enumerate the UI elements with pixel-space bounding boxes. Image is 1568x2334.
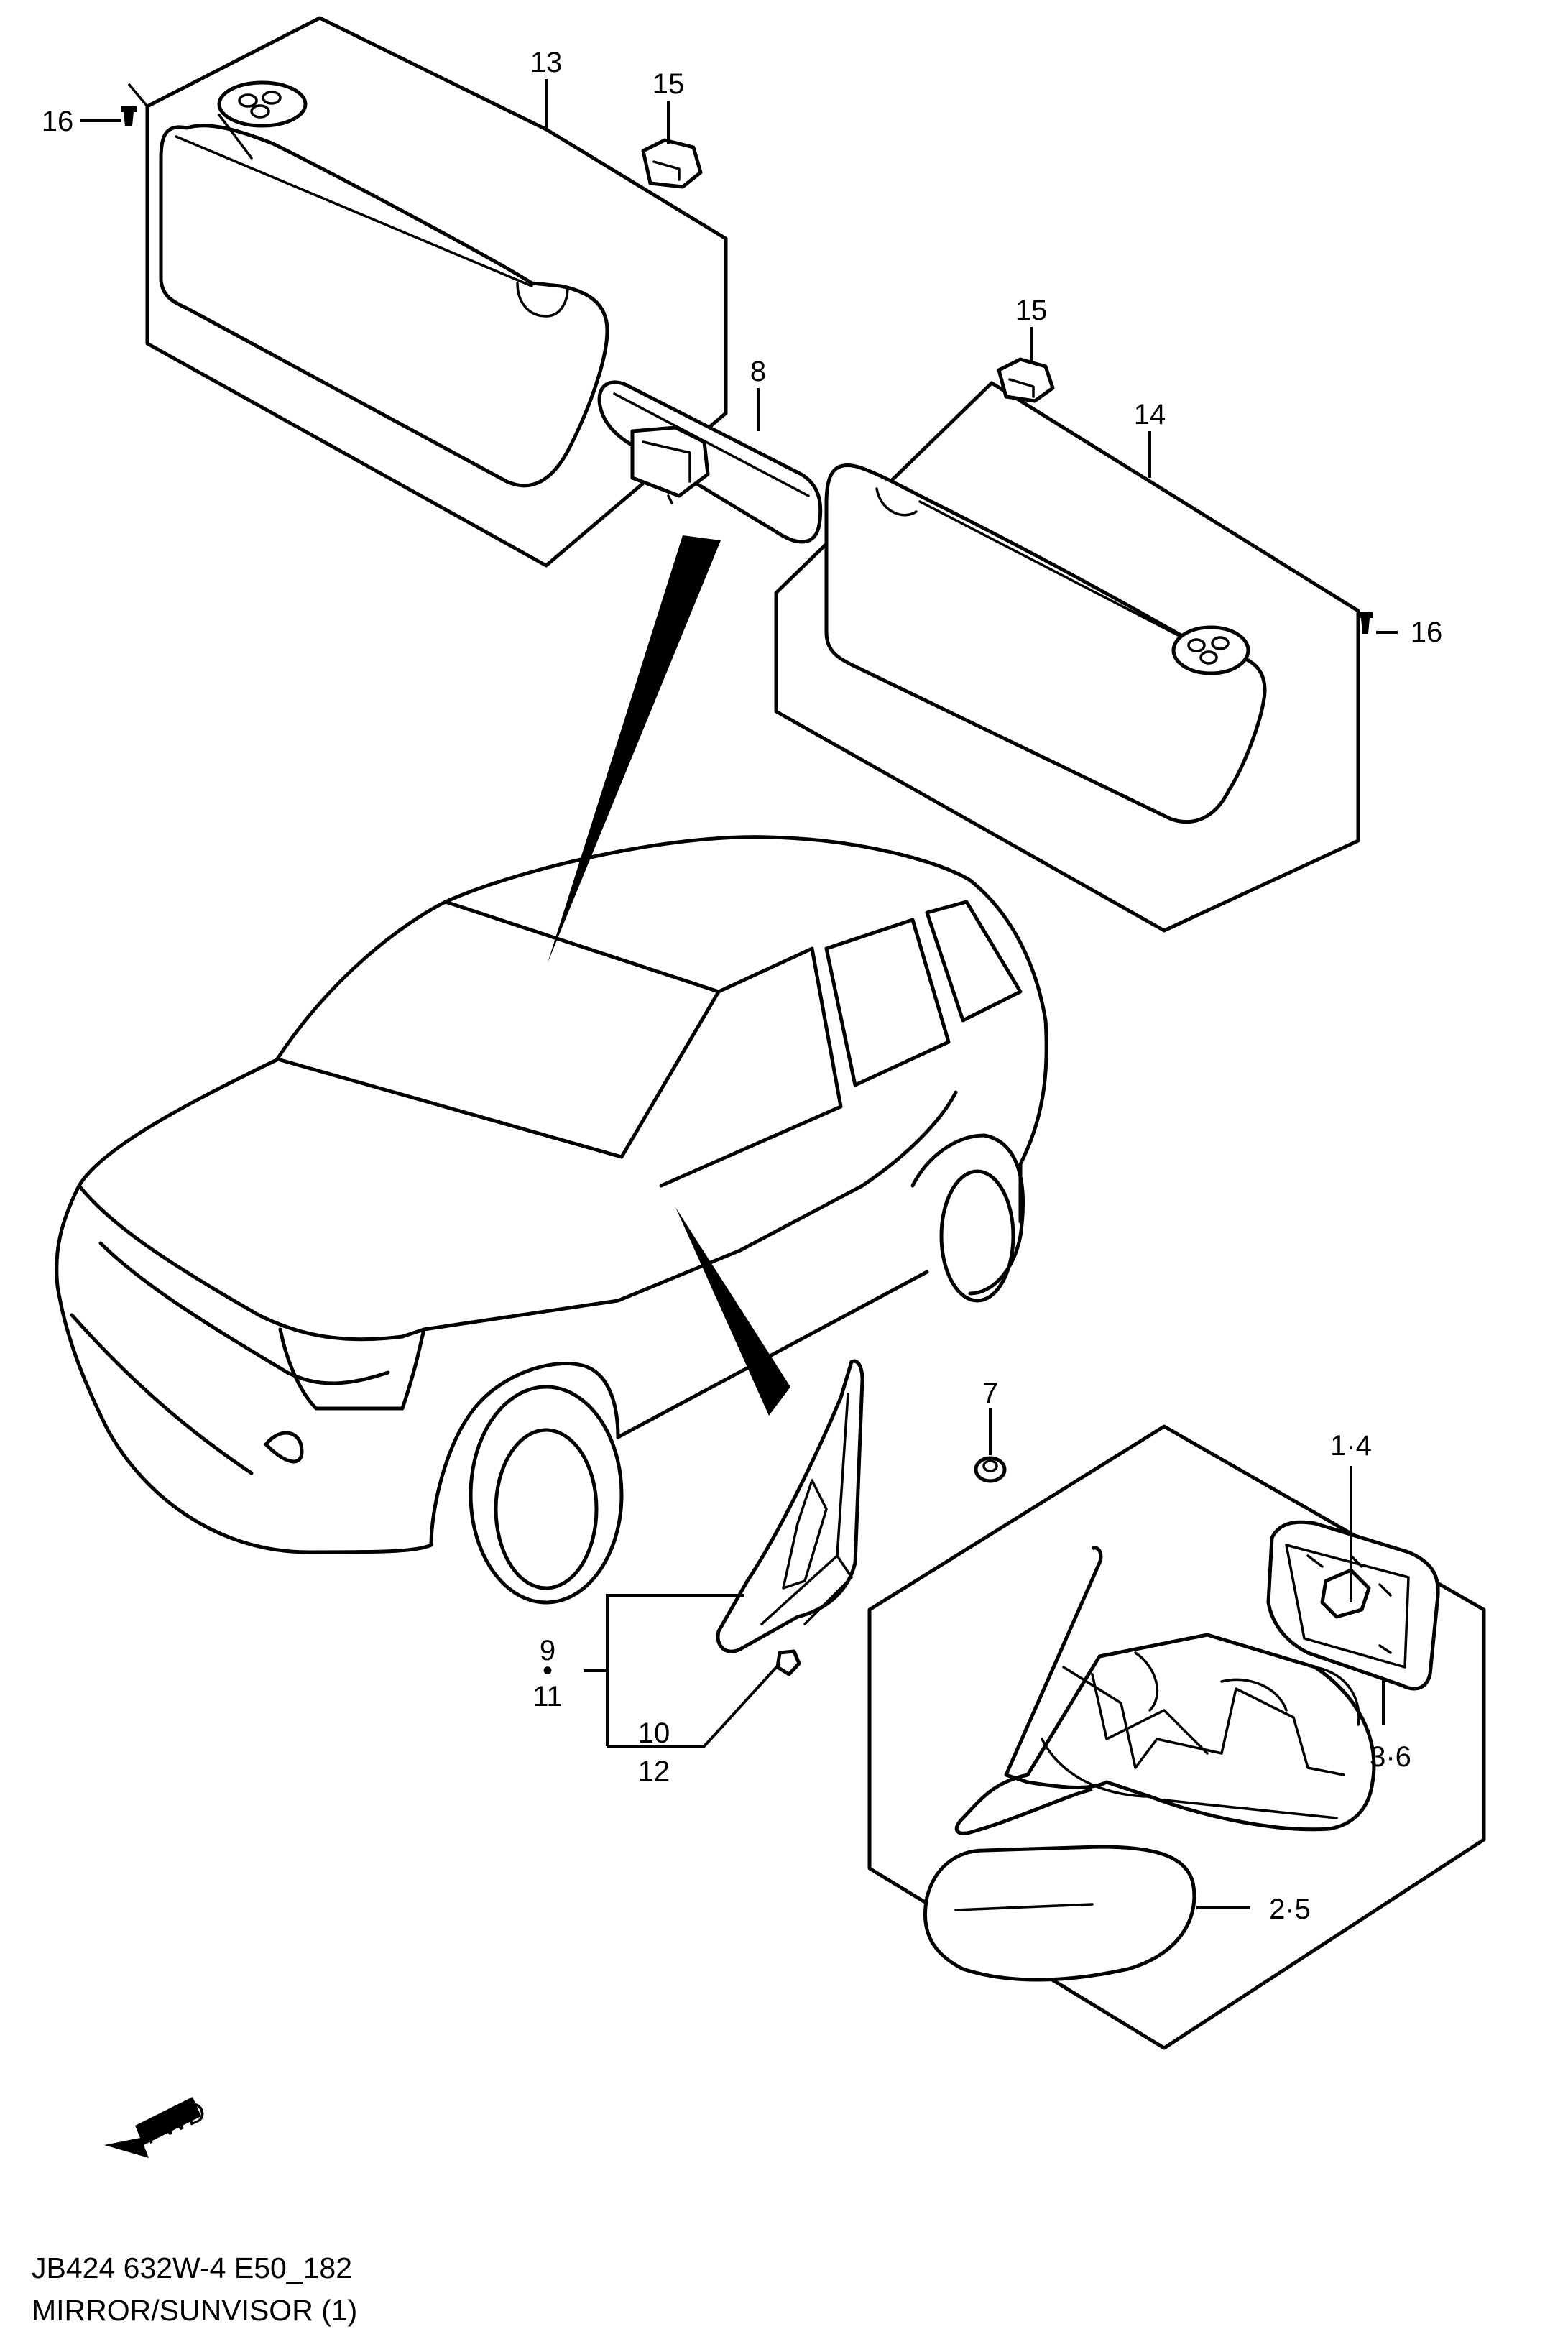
fwd-arrow-icon: FWD <box>104 2095 211 2158</box>
mirror-cover-2-5 <box>923 1845 1196 1982</box>
callout-12: 12 <box>638 1756 670 1787</box>
diagram-title: MIRROR/SUNVISOR (1) <box>32 2294 358 2327</box>
leader-lines <box>80 79 1398 1909</box>
callout-16-upper: 16 <box>42 106 74 137</box>
clip-15-lower <box>997 357 1055 403</box>
callout-labels: 13 15 16 8 15 14 16 7 1·4 9 • 11 10 12 3… <box>42 47 1443 1925</box>
callout-2-5: 2·5 <box>1269 1894 1311 1925</box>
callout-1-4: 1·4 <box>1330 1430 1372 1462</box>
callout-9: 9 <box>540 1635 555 1666</box>
vehicle-outline <box>55 835 1048 1605</box>
screw-16-lower <box>1358 612 1373 634</box>
callout-14: 14 <box>1134 399 1166 430</box>
fwd-label: FWD <box>138 2095 211 2150</box>
clip-15-upper <box>641 138 703 189</box>
callout-16-lower: 16 <box>1411 617 1443 648</box>
grommet-7 <box>974 1456 1007 1483</box>
outside-mirror-body <box>954 1546 1376 1835</box>
pointer-wedge-outside <box>675 1207 790 1416</box>
callout-15-lower: 15 <box>1015 295 1048 326</box>
pointer-wedge-inside <box>548 535 721 963</box>
mirror-glass-3-6 <box>1266 1520 1440 1691</box>
mirror-assembly-box <box>867 1424 1486 2050</box>
callout-11: 11 <box>532 1681 563 1712</box>
nut-10 <box>775 1649 801 1676</box>
inside-mirror-8 <box>597 380 823 544</box>
callout-7: 7 <box>982 1378 998 1409</box>
diagram-code: JB424 632W-4 E50_182 <box>32 2251 353 2284</box>
sunvisor-14 <box>824 463 1267 824</box>
callout-13: 13 <box>530 47 563 78</box>
callout-9-11-dot: • <box>543 1655 553 1687</box>
callout-3-6: 3·6 <box>1370 1741 1411 1773</box>
screw-16-upper <box>121 106 137 126</box>
sunvisor-13-box <box>128 16 728 568</box>
sunvisor-14-box <box>774 381 1360 933</box>
sunvisor-13 <box>159 80 609 488</box>
callout-15-upper: 15 <box>652 68 685 100</box>
mirror-bracket <box>716 1359 864 1653</box>
callout-10: 10 <box>638 1717 670 1749</box>
callout-8: 8 <box>750 356 766 387</box>
